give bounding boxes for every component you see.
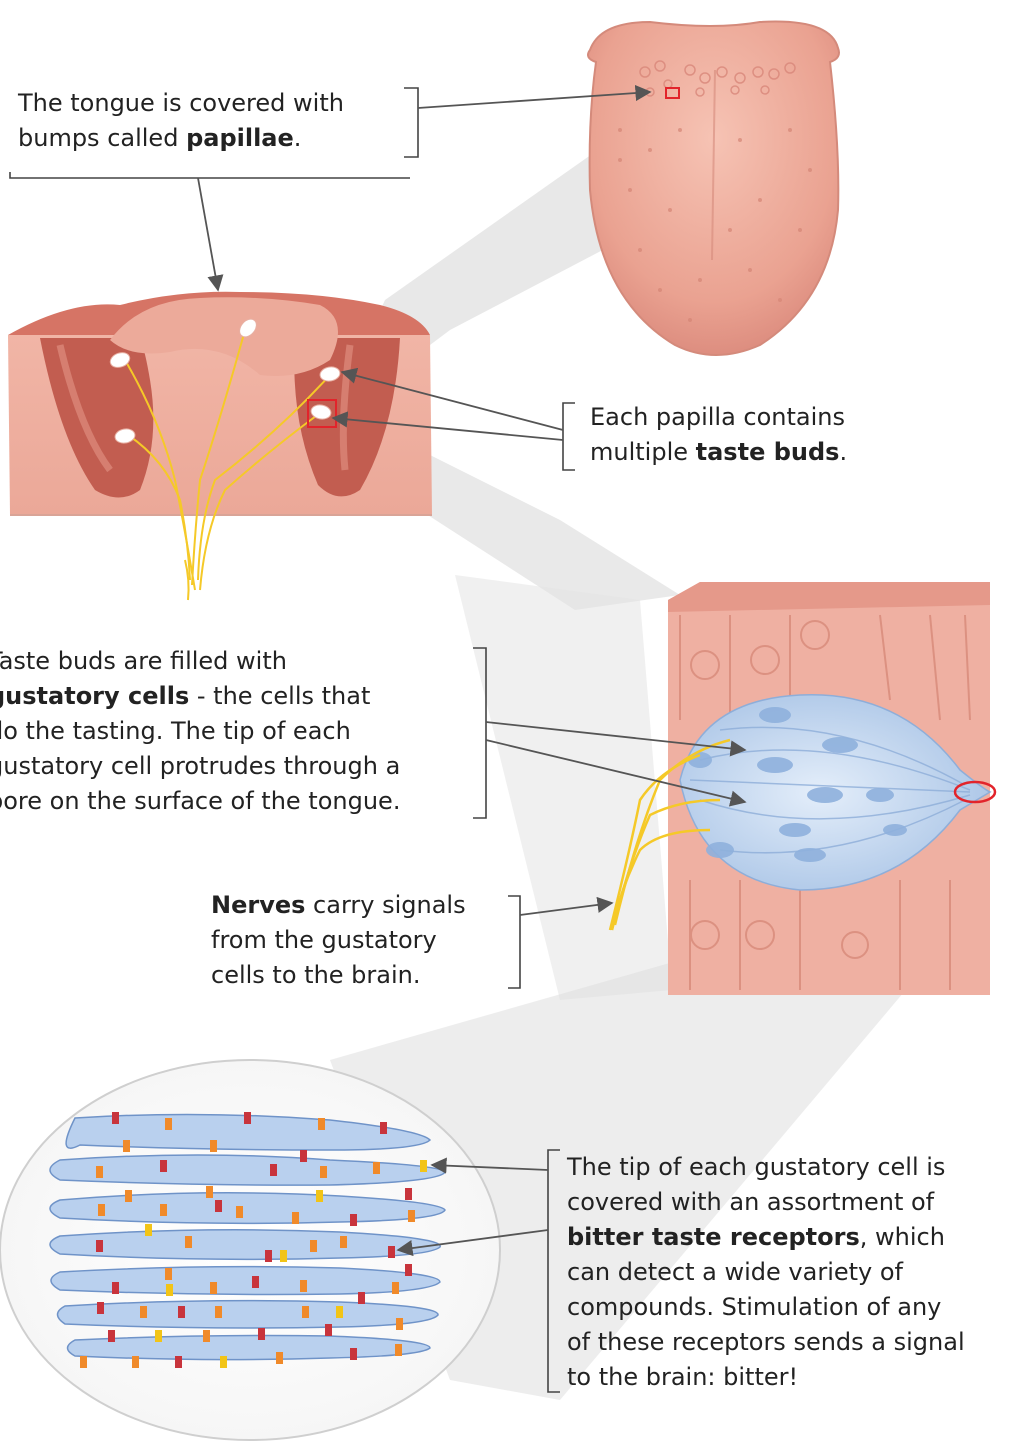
caption-papillae-text: bumps called [18,124,186,152]
caption-papillae-line2: bumps called papillae. [18,121,344,156]
caption-gustatory-text: - the cells that [189,682,370,710]
term-bitter-taste-receptors: bitter taste receptors [567,1223,860,1251]
caption-nerves-line3: cells to the brain. [211,958,466,993]
caption-gustatory-cells: Taste buds are filled with gustatory cel… [0,644,400,819]
caption-nerves: Nerves carry signals from the gustatory … [211,888,466,993]
caption-receptors-text: , which [860,1223,945,1251]
caption-receptors-line4: can detect a wide variety of [567,1255,965,1290]
tongue-illustration [588,22,839,355]
term-nerves: Nerves [211,891,305,919]
caption-papillae-line1: The tongue is covered with [18,86,344,121]
caption-papillae: The tongue is covered with bumps called … [18,86,344,156]
caption-nerves-line2: from the gustatory [211,923,466,958]
caption-receptors-line5: compounds. Stimulation of any [567,1290,965,1325]
term-gustatory-cells: gustatory cells [0,682,189,710]
term-taste-buds: taste buds [696,438,840,466]
caption-taste-buds: Each papilla contains multiple taste bud… [590,400,847,470]
caption-gustatory-line1: Taste buds are filled with [0,644,400,679]
caption-taste-buds-line2: multiple taste buds. [590,435,847,470]
caption-taste-buds-text: multiple [590,438,696,466]
caption-receptors-line1: The tip of each gustatory cell is [567,1150,965,1185]
receptor-illustration [0,1060,500,1440]
caption-gustatory-line4: gustatory cell protrudes through a [0,749,400,784]
caption-nerves-text: carry signals [305,891,465,919]
caption-papillae-period: . [294,124,302,152]
caption-taste-buds-period: . [839,438,847,466]
caption-receptors-line7: to the brain: bitter! [567,1360,965,1395]
caption-receptors-line2: covered with an assortment of [567,1185,965,1220]
caption-nerves-line1: Nerves carry signals [211,888,466,923]
taste-bud-illustration [610,582,995,995]
caption-gustatory-line5: pore on the surface of the tongue. [0,784,400,819]
papilla-illustration [8,292,432,600]
caption-receptors-line6: of these receptors sends a signal [567,1325,965,1360]
caption-taste-buds-line1: Each papilla contains [590,400,847,435]
term-papillae: papillae [186,124,294,152]
caption-receptors-line3: bitter taste receptors, which [567,1220,965,1255]
caption-receptors: The tip of each gustatory cell is covere… [567,1150,965,1395]
caption-gustatory-line3: do the tasting. The tip of each [0,714,400,749]
caption-gustatory-line2: gustatory cells - the cells that [0,679,400,714]
